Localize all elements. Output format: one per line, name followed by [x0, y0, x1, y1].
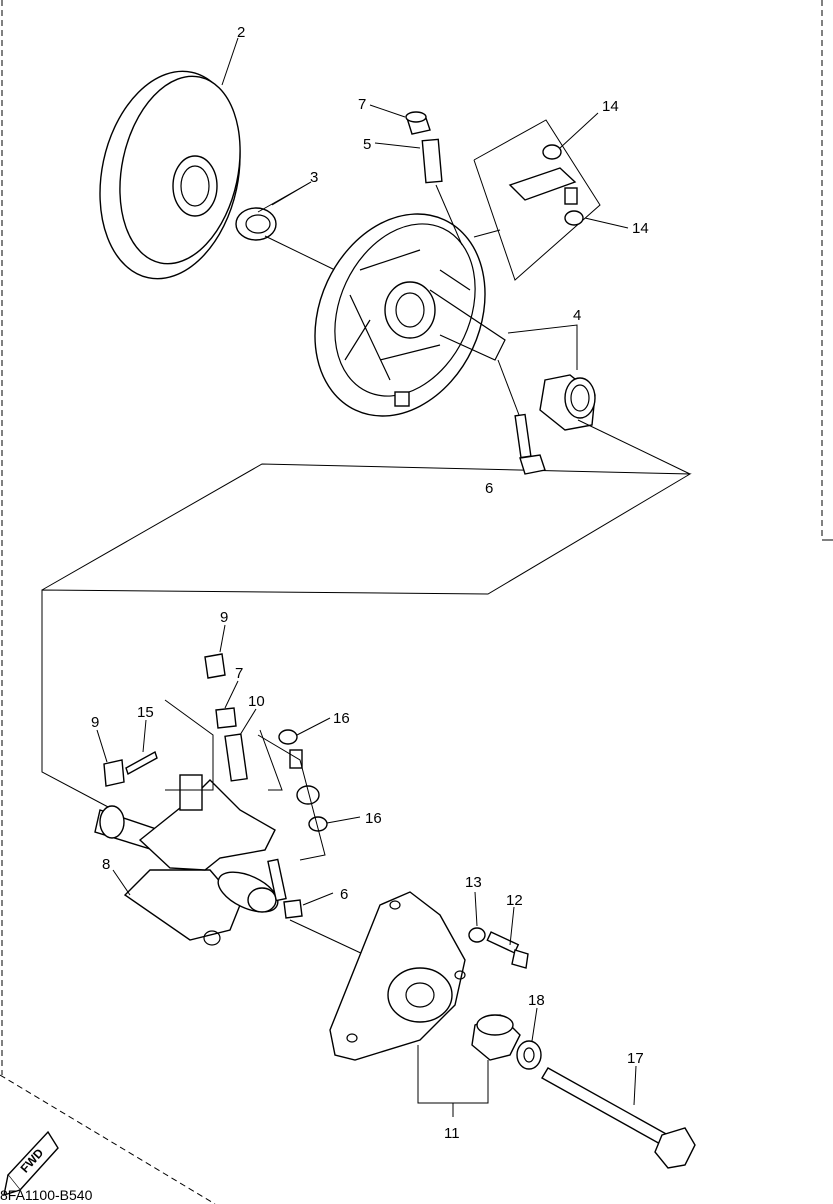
diagram-code: 8FA1100-B540: [0, 1187, 93, 1203]
part-11-bushing: [417, 1014, 521, 1117]
callout-7-upper: 7: [358, 96, 366, 113]
callout-16-upper: 16: [333, 710, 350, 727]
callout-13: 13: [465, 874, 482, 891]
part-8-hub: [94, 774, 279, 946]
callout-18: 18: [528, 992, 545, 1009]
part-18-washer: [516, 1007, 542, 1070]
callout-6-lower: 6: [340, 886, 348, 903]
part-14-assembly: [473, 112, 629, 281]
part-9-block-lower: [96, 729, 125, 787]
part-11-cover: [329, 891, 466, 1061]
assembly-outline: [41, 463, 692, 809]
callout-11: 11: [444, 1125, 460, 1142]
part-4-bushing: [507, 324, 691, 475]
part-9-block-upper: [204, 624, 226, 679]
callout-14-lower: 14: [632, 220, 649, 237]
part-13-washer: [468, 891, 486, 943]
part-5-pin: [374, 138, 463, 246]
callout-6-upper: 6: [485, 480, 493, 497]
callout-17: 17: [627, 1050, 644, 1067]
part-10-pin: [224, 708, 283, 791]
callout-9-lower: 9: [91, 714, 99, 731]
part-6-bolt-lower: [267, 858, 366, 956]
callout-15: 15: [137, 704, 154, 721]
callout-4: 4: [573, 307, 581, 324]
callout-14-upper: 14: [602, 98, 619, 115]
callout-3: 3: [310, 169, 318, 186]
callout-7-lower: 7: [235, 665, 243, 682]
callout-10: 10: [248, 693, 265, 710]
upper-housing: [314, 213, 506, 417]
callout-12: 12: [506, 892, 523, 909]
part-15-pin: [125, 699, 214, 791]
callout-8: 8: [102, 856, 110, 873]
part-7-cap-upper: [369, 104, 431, 135]
part-17-bolt: [541, 1065, 696, 1169]
part-7-cap-lower: [215, 680, 239, 729]
part-16-assembly: [257, 717, 361, 861]
callout-2: 2: [237, 24, 245, 41]
callout-16-lower: 16: [365, 810, 382, 827]
part-6-bolt-upper: [497, 359, 546, 475]
part-12-bolt: [486, 906, 529, 969]
part-3-collar: [235, 181, 336, 271]
callout-9-upper: 9: [220, 609, 228, 626]
callout-5: 5: [363, 136, 371, 153]
part-2-sheave: [99, 37, 241, 280]
fwd-arrow-icon: FWD: [3, 1130, 59, 1197]
